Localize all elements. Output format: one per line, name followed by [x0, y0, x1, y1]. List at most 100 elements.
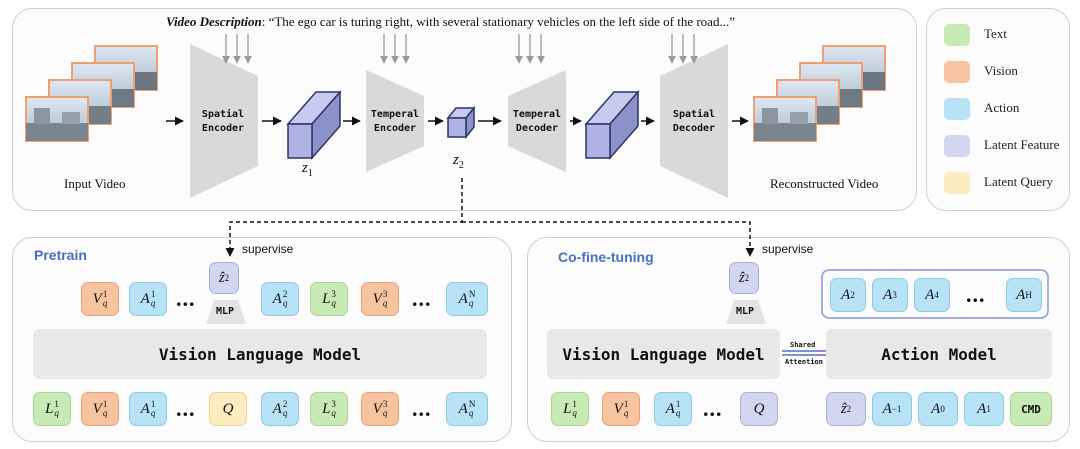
z1-symbol: z: [302, 160, 308, 176]
token-sub: q: [468, 298, 474, 308]
token-sup: 0: [940, 404, 945, 414]
token-sup: 4: [934, 290, 939, 300]
token-sup: 1: [675, 399, 681, 409]
token-base: V: [613, 400, 623, 417]
token-sub: q: [282, 298, 288, 308]
token-sub: q: [382, 408, 388, 418]
spatial-encoder-label: Spatial Encoder: [201, 109, 245, 134]
token-sub: q: [331, 298, 336, 308]
token-sup: 3: [382, 399, 388, 409]
z1-subscript: 1: [307, 168, 313, 179]
token-base: A: [272, 290, 282, 307]
token-sup: 2: [282, 399, 288, 409]
token-sup: 1: [102, 289, 108, 299]
token-base: L: [322, 400, 331, 417]
token-sub: q: [572, 408, 577, 418]
token-sub: q: [102, 298, 108, 308]
token-sub: q: [282, 408, 288, 418]
token-sup: 1: [54, 399, 59, 409]
legend-action-swatch: [944, 98, 970, 120]
cmd-token: CMD: [1010, 392, 1052, 426]
cofinetune-supervise-label: supervise: [762, 242, 814, 256]
token-base: A: [140, 290, 150, 307]
token-base: V: [92, 290, 102, 307]
spatial-decoder-shape: [660, 44, 728, 198]
pretrain-supervise-label: supervise: [242, 242, 294, 256]
token-sub: q: [54, 408, 59, 418]
token-base: V: [372, 400, 382, 417]
legend-text-label: Text: [984, 26, 1007, 41]
z2-subscript: 2: [458, 160, 464, 171]
token-sup: 1: [102, 399, 108, 409]
legend-action: Action: [944, 96, 1064, 122]
output-video-frames: [753, 45, 886, 142]
token-sup: 3: [382, 289, 388, 299]
z2-symbol: z: [453, 152, 459, 168]
action-output-frame: [821, 269, 1049, 319]
cofinetune-vlm-input-token: Q: [740, 392, 778, 426]
pretrain-top-ellipsis: ...: [176, 286, 196, 311]
token-sup: 3: [892, 290, 897, 300]
token-base: A: [1016, 286, 1026, 303]
temporal-encoder-shape: [366, 70, 424, 172]
legend-latent-feature-swatch: [944, 135, 970, 157]
video-description-text: : “The ego car is turing right, with sev…: [261, 14, 735, 29]
token-base: ẑ: [840, 400, 847, 417]
token-sub: 2: [846, 404, 852, 414]
token-base: Q: [753, 400, 765, 417]
token-sup: H: [1025, 290, 1032, 300]
token-sup: 3: [331, 399, 336, 409]
pretrain-zhat2-symbol: ẑ: [218, 269, 225, 286]
pretrain-bottom-token: Q: [209, 392, 247, 426]
spatial-encoder-shape: [190, 44, 258, 198]
cofinetune-zhat2-symbol: ẑ: [738, 269, 745, 286]
pretrain-vlm-box: Vision Language Model: [33, 329, 487, 379]
token-base: L: [563, 400, 572, 417]
token-sub: q: [331, 408, 336, 418]
z2-label: z2: [453, 152, 464, 171]
token-base: A: [458, 400, 468, 417]
cofinetune-mlp-label: MLP: [736, 306, 755, 317]
attention-label: Attention: [785, 358, 823, 366]
token-sub: q: [102, 408, 108, 418]
input-video-frames: [25, 45, 158, 142]
cofinetune-zhat2-subscript: 2: [744, 273, 750, 283]
token-sub: q: [150, 298, 156, 308]
z1-label: z1: [302, 160, 313, 179]
action-input-token: A−1: [872, 392, 912, 426]
pretrain-bottom-ellipsis-2: ...: [412, 396, 432, 421]
pretrain-bottom-ellipsis: ...: [176, 396, 196, 421]
legend-latent-query-label: Latent Query: [984, 174, 1053, 189]
cmd-label: CMD: [1021, 402, 1041, 416]
token-sup: 2: [282, 289, 288, 299]
token-base: A: [841, 286, 851, 303]
token-base: L: [45, 400, 54, 417]
token-sup: 1: [150, 399, 156, 409]
token-base: L: [322, 290, 331, 307]
pretrain-zhat2-subscript: 2: [224, 273, 230, 283]
pretrain-mlp-shape: [206, 300, 246, 324]
temporal-encoder-label: Temperal Encoder: [370, 109, 420, 134]
spatial-decoder-label: Spatial Decoder: [672, 109, 716, 134]
video-description-label: Video Description: [166, 14, 262, 29]
action-output-ellipsis: ...: [966, 282, 986, 307]
token-sup: 1: [150, 289, 156, 299]
legend-latent-feature-label: Latent Feature: [984, 137, 1060, 152]
